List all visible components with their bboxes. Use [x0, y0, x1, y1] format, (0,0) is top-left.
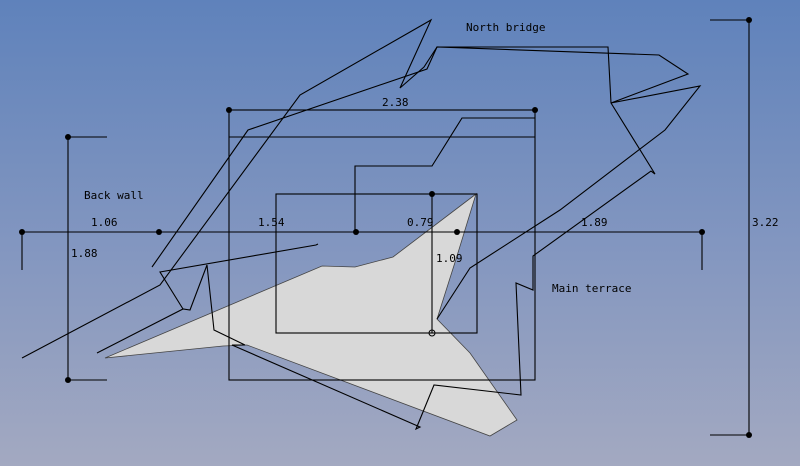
dim-h-seg3: 0.79 — [407, 216, 434, 229]
small-rectangle — [275, 193, 478, 334]
dim-point — [65, 377, 71, 383]
dim-point — [156, 229, 162, 235]
corridor-edge-line — [354, 117, 535, 232]
dim-right-height: 3.22 — [752, 216, 779, 229]
dim-h-seg2: 1.54 — [258, 216, 285, 229]
dim-inner-height: 1.09 — [436, 252, 463, 265]
dim-point — [532, 107, 538, 113]
dim-point — [746, 432, 752, 438]
label-back-wall: Back wall — [84, 189, 144, 202]
dim-point — [746, 17, 752, 23]
dim-point — [353, 229, 359, 235]
upper-corridor-line — [159, 243, 319, 310]
dim-point — [226, 107, 232, 113]
dim-point — [429, 191, 435, 197]
label-main-terrace: Main terrace — [552, 282, 631, 295]
dim-h-seg1: 1.06 — [91, 216, 118, 229]
dim-top-width: 2.38 — [382, 96, 409, 109]
dim-point — [19, 229, 25, 235]
dim-point-open — [428, 329, 436, 337]
label-north-bridge: North bridge — [466, 21, 545, 34]
dim-point — [454, 229, 460, 235]
outer-wall-line — [21, 18, 656, 431]
dim-point — [699, 229, 705, 235]
inner-wall-line — [151, 46, 702, 320]
dim-point — [65, 134, 71, 140]
dim-left-height: 1.88 — [71, 247, 98, 260]
dim-h-seg4: 1.89 — [581, 216, 608, 229]
